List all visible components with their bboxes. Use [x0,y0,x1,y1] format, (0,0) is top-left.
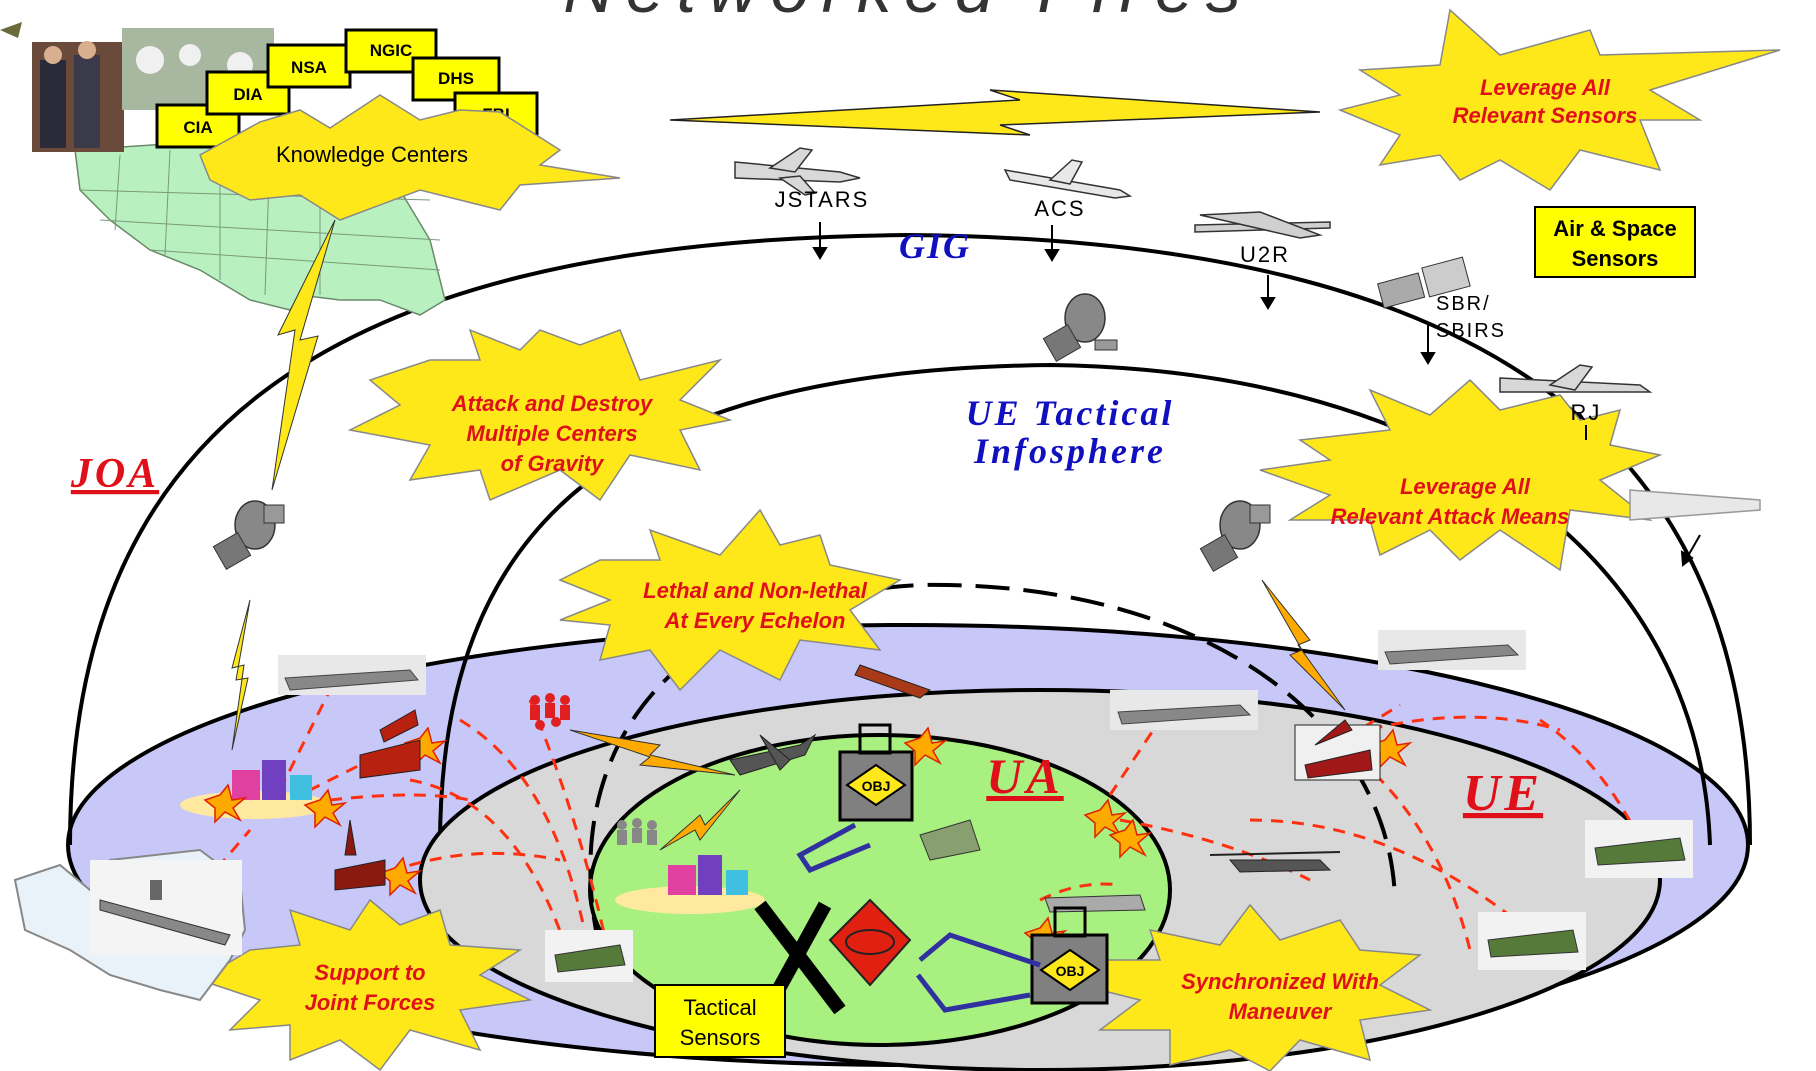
friendly-infantry-grey [617,818,657,845]
lightning-bolt-left [231,599,251,751]
acs-label: ACS [1034,196,1085,221]
armored-vehicle-icon [919,819,981,861]
obj-marker-top: OBJ [838,723,914,822]
target-complex-center [615,855,765,914]
lethal-line-1: Lethal and Non-lethal [643,578,868,603]
agency-nsa-box [266,43,352,89]
ue-infosphere-line-2: Infosphere [973,431,1166,471]
tactical-sensors-box [654,984,786,1058]
rj-aircraft-icon [1499,364,1653,393]
rocket-launcher-ua-edge [545,930,633,982]
ua-label: UA [986,748,1063,804]
support-line-1: Support to [314,960,425,985]
synchronized-line-2: Maneuver [1229,999,1333,1024]
knowledge-centers-label: Knowledge Centers [276,142,468,167]
maneuver-arrows [796,822,1041,1013]
sbirs-label: SBIRS [1436,320,1506,342]
ue-infosphere-line-1: UE Tactical [966,393,1175,433]
air-space-sensors-box [1534,206,1696,278]
u2r-label: U2R [1240,242,1290,267]
transport-aircraft-icon [729,733,817,776]
agency-dia-label: DIA [233,85,262,104]
synchronized-line-1: Synchronized With [1181,969,1379,994]
satellite-center-icon [1042,293,1118,362]
air-space-sensors-line-2: Sensors [1572,246,1659,271]
jstars-aircraft-icon [734,147,861,196]
lightning-bolt-map [271,219,336,491]
obj-marker-bottom: OBJ [1030,906,1109,1005]
gig-label: GIG [899,226,971,266]
attack-destroy-line-1: Attack and Destroy [451,391,654,416]
air-space-sensors-line-1: Air & Space [1553,216,1677,241]
acs-aircraft-icon [1003,159,1133,199]
corner-aircraft-icon [0,22,22,38]
bomber-aircraft-icon [854,664,932,699]
rj-label: RJ [1571,400,1602,425]
enemy-infantry-red [530,693,570,730]
tactical-sensors-line-2: Sensors [680,1025,761,1050]
support-starburst [198,898,533,1071]
leverage-sensors-starburst [1337,8,1781,191]
tactical-sensors-line-1: Tactical [683,995,756,1020]
lightning-bolt-orange-center [569,729,736,776]
sensor-downlink-arrows [812,222,1701,567]
ue-infosphere-dome [438,362,1712,846]
leverage-sensors-line-2: Relevant Sensors [1453,103,1638,128]
synchronized-starburst [1078,903,1433,1071]
lethal-line-2: At Every Echelon [664,608,846,633]
rocket-launcher-right-top [1585,820,1693,878]
rocket-launcher-right-bottom [1478,912,1586,970]
missile-launcher-right [1294,719,1381,781]
agency-ngic-label: NGIC [370,41,413,60]
lethal-starburst [558,508,903,692]
support-line-2: Joint Forces [305,990,436,1015]
fighter-jet-right [1378,630,1526,670]
u2r-aircraft-icon [1194,211,1331,239]
leverage-attack-line-2: Relevant Attack Means [1331,504,1570,529]
joa-label: JOA [70,451,159,497]
leverage-sensors-line-1: Leverage All [1480,75,1611,100]
gig-dome [68,232,1752,846]
attack-destroy-line-3: of Gravity [501,451,605,476]
leverage-attack-starburst [1259,378,1663,572]
satellite-left-icon [212,500,285,570]
missile-launcher-left [359,709,421,779]
satellite-right-icon [1199,500,1271,572]
enemy-target-icon [828,898,912,987]
jstars-label: JSTARS [775,187,870,212]
uav-aircraft-icon [1629,489,1761,521]
lightning-bolt-orange-right [1261,579,1346,711]
attack-helicopter-icon [1209,851,1341,873]
agency-nsa-label: NSA [291,58,327,77]
attack-destroy-starburst [347,328,733,502]
fighter-jet-left [278,655,426,695]
lightning-bolt-orange-low [659,789,741,851]
agency-cia-box [155,103,241,149]
missile-site-left [334,819,386,891]
naval-ship-icon [90,860,242,955]
attack-destroy-line-2: Multiple Centers [466,421,637,446]
sbr-label: SBR/ [1436,293,1491,315]
agency-dhs-label: DHS [438,69,474,88]
sbr-satellite-icon [1376,256,1471,309]
diagram-title: Networked Fires [563,0,1253,27]
fighter-jet-center [1110,690,1258,730]
knowledge-centers-starburst [199,94,621,221]
ue-label: UE [1463,765,1543,822]
lightning-bolt-top [669,89,1321,136]
obj-bottom-label: OBJ [1056,963,1085,979]
obj-top-label: OBJ [862,778,891,794]
agency-cia-label: CIA [183,118,212,137]
leverage-attack-line-1: Leverage All [1400,474,1531,499]
